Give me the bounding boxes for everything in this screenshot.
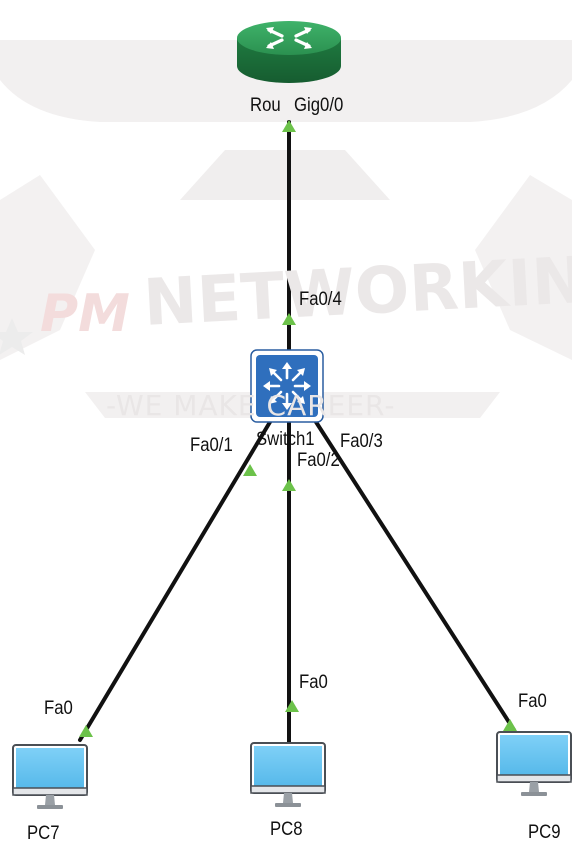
- port-label-pc8-fa0: Fa0: [299, 672, 328, 693]
- link-up-indicator-pc8-fa0: [285, 700, 299, 712]
- port-label-pc9-fa0: Fa0: [518, 691, 547, 712]
- pc-monitor-icon: [250, 742, 326, 807]
- port-label-switch-fa0-1: Fa0/1: [190, 435, 233, 456]
- pc8-device[interactable]: [250, 742, 326, 807]
- router-device[interactable]: [237, 21, 341, 83]
- pc9-device[interactable]: [496, 731, 572, 796]
- port-label-pc7-fa0: Fa0: [44, 698, 73, 719]
- link-up-indicator-pc9-fa0: [503, 719, 517, 731]
- pc-monitor-icon: [12, 744, 88, 809]
- link-switch-pc9[interactable]: [314, 420, 516, 732]
- switch-name-label: Switch1: [256, 429, 315, 450]
- links: [78, 120, 516, 747]
- pc8-name-label: PC8: [270, 819, 303, 840]
- pc7-device[interactable]: [12, 744, 88, 809]
- pc-monitor-icon: [496, 731, 572, 796]
- switch-device[interactable]: [250, 349, 324, 423]
- port-label-router-gig0-0: Gig0/0: [294, 95, 344, 116]
- pc9-name-label: PC9: [528, 822, 561, 843]
- port-label-switch-fa0-2: Fa0/2: [297, 450, 340, 471]
- link-up-indicator-switch-fa04: [282, 313, 296, 325]
- port-label-switch-fa0-4: Fa0/4: [299, 289, 342, 310]
- link-status-indicators: [79, 120, 517, 737]
- link-up-indicator-switch-fa01: [243, 464, 257, 476]
- watermark-left-wing: [0, 175, 95, 360]
- router-icon: [237, 21, 341, 83]
- link-up-indicator-switch-fa02: [282, 479, 296, 491]
- link-up-indicator-pc7-fa0: [79, 725, 93, 737]
- port-label-switch-fa0-3: Fa0/3: [340, 431, 383, 452]
- multilayer-switch-icon: [250, 349, 324, 423]
- watermark-crown-shape: [180, 150, 390, 200]
- link-switch-pc7[interactable]: [78, 420, 272, 742]
- router-name-label: Rou: [250, 95, 281, 116]
- watermark-right-wing: [475, 175, 572, 360]
- link-up-indicator-router-gig: [282, 120, 296, 132]
- watermark-star-icon: [0, 318, 33, 355]
- pc7-name-label: PC7: [27, 823, 60, 844]
